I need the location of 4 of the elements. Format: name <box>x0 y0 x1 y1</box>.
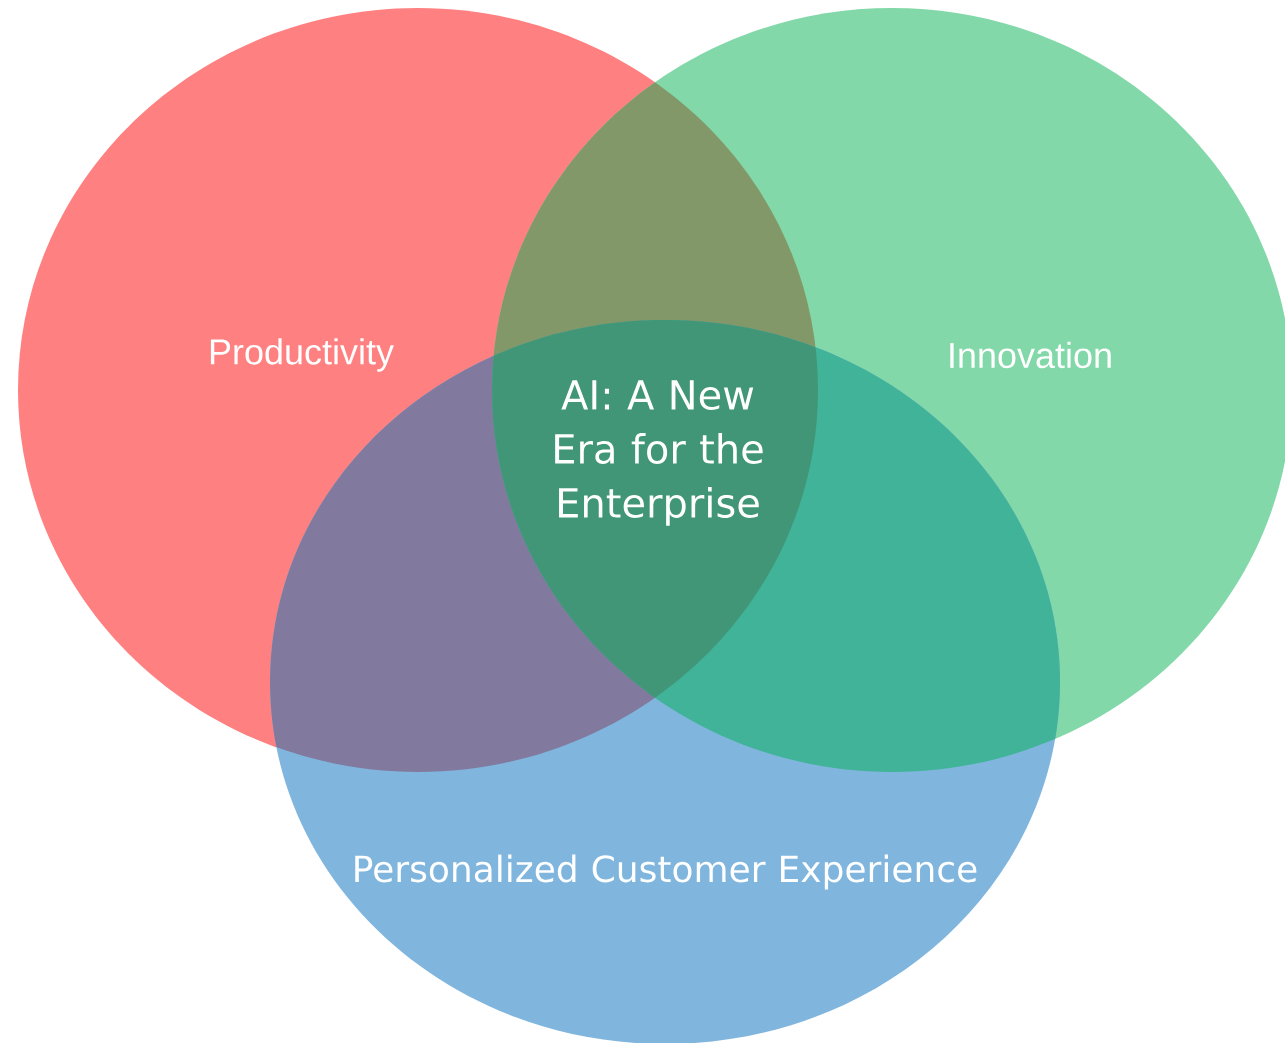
circle-label: Innovation <box>950 341 1111 369</box>
circle-label: Productivity <box>210 338 394 372</box>
center-label: AI: A New Era for the Enterprise <box>555 380 763 526</box>
circle-label: Personalized Customer Experience <box>355 854 977 890</box>
